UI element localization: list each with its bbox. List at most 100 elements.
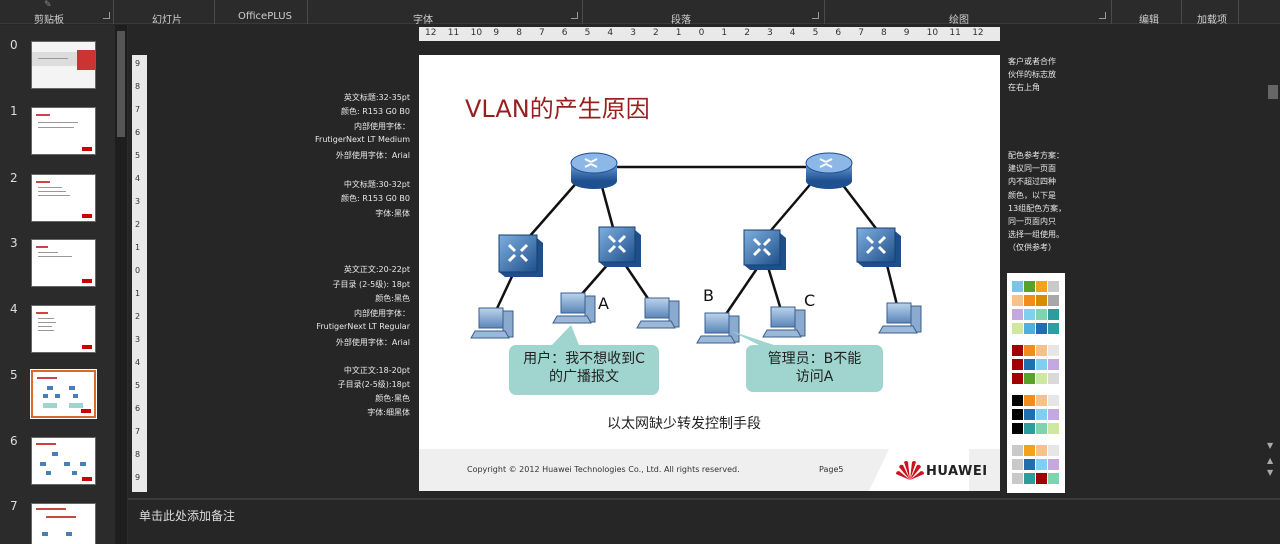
color-swatch — [1024, 473, 1035, 484]
ruler-tick-label: 1 — [135, 243, 141, 252]
thumbnails-scrollbar[interactable] — [115, 25, 127, 544]
slide-thumbnail-6[interactable] — [31, 437, 96, 485]
font-launcher-icon[interactable] — [571, 12, 578, 19]
ruler-tick-label: 1 — [135, 289, 141, 298]
slide-thumbnails-panel: 0 1 2 3 4 5 — [0, 25, 128, 544]
color-swatch — [1048, 423, 1059, 434]
color-swatch — [1036, 295, 1047, 306]
ruler-tick-label: 1 — [721, 28, 728, 38]
ruler-tick-label: 8 — [881, 28, 887, 38]
ruler-tick-label: 2 — [653, 28, 659, 38]
switch-icon — [598, 226, 641, 267]
slide-thumbnail-3[interactable] — [31, 239, 96, 287]
ribbon-group-font[interactable]: 字体 — [413, 15, 433, 26]
callout-admin[interactable]: 管理员：B不能 访问A — [746, 345, 883, 392]
style-note-line: 子目录 (2-5级): 18pt — [332, 280, 410, 289]
clipboard-launcher-icon[interactable] — [103, 12, 110, 19]
ruler-tick-label: 0 — [135, 266, 141, 275]
style-note-line: 外部使用字体：Arial — [335, 151, 410, 160]
ribbon-group-officeplus[interactable]: OfficePLUS — [238, 11, 292, 22]
color-swatch — [1024, 295, 1035, 306]
page-number: Page5 — [819, 465, 844, 474]
scrollbar-thumb[interactable] — [117, 31, 125, 137]
color-swatch — [1036, 395, 1047, 406]
color-swatch — [1012, 473, 1023, 484]
color-swatch — [1012, 309, 1023, 320]
color-swatch — [1048, 323, 1059, 334]
style-note-line: 中文正文:18-20pt — [343, 366, 410, 375]
host-label-c: C — [804, 291, 816, 310]
color-swatch — [1048, 473, 1059, 484]
color-swatch — [1024, 323, 1035, 334]
ribbon-separator — [307, 0, 308, 24]
color-swatch — [1012, 445, 1023, 456]
ribbon-separator — [214, 0, 215, 24]
scroll-down-icon[interactable]: ▼ — [1267, 441, 1274, 450]
notes-placeholder[interactable]: 单击此处添加备注 — [139, 509, 236, 523]
ruler-tick-label: 10 — [470, 28, 483, 38]
ribbon-group-clipboard[interactable]: 剪贴板 — [34, 15, 64, 26]
color-swatch — [1048, 373, 1059, 384]
slide-canvas[interactable]: VLAN的产生原因 — [419, 55, 1000, 491]
scrollbar-thumb[interactable] — [1268, 85, 1278, 99]
slide-thumbnail-4[interactable] — [31, 305, 96, 353]
ruler-tick-label: 4 — [135, 174, 141, 183]
slide-thumbnail-5-selected[interactable] — [30, 369, 97, 419]
slide-title[interactable]: VLAN的产生原因 — [465, 95, 650, 123]
ribbon-group-addins[interactable]: 加载项 — [1197, 15, 1227, 26]
copyright-text: Copyright © 2012 Huawei Technologies Co.… — [467, 465, 740, 474]
ruler-tick-label: 9 — [135, 473, 141, 482]
color-swatch — [1036, 281, 1047, 292]
host-label-b: B — [703, 286, 714, 305]
slide-thumbnail-2[interactable] — [31, 174, 96, 222]
links — [491, 165, 899, 318]
next-slide-icon[interactable]: ▼ — [1267, 468, 1274, 477]
ruler-tick-label: 3 — [135, 197, 141, 206]
callout-tail — [552, 325, 579, 345]
color-scheme-swatches — [1007, 273, 1065, 493]
color-swatch — [1012, 359, 1023, 370]
huawei-brand-text: HUAWEI — [926, 464, 988, 479]
ruler-tick-label: 9 — [135, 59, 141, 68]
color-swatch — [1024, 281, 1035, 292]
color-swatch — [1036, 323, 1047, 334]
ribbon-group-drawing[interactable]: 绘图 — [949, 15, 969, 26]
color-swatch — [1048, 359, 1059, 370]
ribbon-group-editing[interactable]: 编辑 — [1139, 15, 1159, 26]
slide-thumbnail-7[interactable] — [31, 503, 96, 544]
color-swatch — [1048, 345, 1059, 356]
color-swatch — [1024, 459, 1035, 470]
ruler-tick-label: 5 — [812, 28, 819, 38]
ruler-tick-label: 11 — [447, 28, 460, 38]
slide-scrollbar[interactable] — [1266, 55, 1280, 492]
ruler-tick-label: 12 — [972, 28, 984, 38]
ribbon: ✎ 剪贴板 幻灯片 OfficePLUS 字体 段落 绘图 编辑 加载项 — [0, 0, 1280, 26]
ruler-tick-label: 3 — [135, 335, 141, 344]
ribbon-group-paragraph[interactable]: 段落 — [671, 15, 691, 26]
ribbon-separator — [1238, 0, 1239, 24]
callout-user-line2: 的广播报文 — [549, 369, 619, 385]
pc-icon — [762, 306, 806, 338]
color-swatch — [1012, 423, 1023, 434]
ruler-tick-label: 3 — [630, 28, 636, 38]
color-swatch — [1036, 473, 1047, 484]
slide-thumbnail-1[interactable] — [31, 107, 96, 155]
drawing-launcher-icon[interactable] — [1099, 12, 1106, 19]
prev-slide-icon[interactable]: ▲ — [1267, 456, 1274, 465]
ribbon-group-slides[interactable]: 幻灯片 — [152, 15, 182, 26]
ruler-tick-label: 4 — [607, 28, 614, 38]
callout-user-line1: 用户：我不想收到C — [523, 351, 645, 367]
slide-thumbnail-0[interactable] — [31, 41, 96, 89]
notes-pane[interactable]: 单击此处添加备注 — [128, 498, 1280, 544]
slide-subtitle[interactable]: 以太网缺少转发控制手段 — [607, 416, 761, 432]
color-swatch — [1048, 309, 1059, 320]
ruler-tick-label: 9 — [903, 28, 910, 38]
color-note-line: 选择一组使用。 — [1008, 230, 1064, 240]
thumb-number: 3 — [10, 236, 18, 250]
callout-user[interactable]: 用户：我不想收到C 的广播报文 — [509, 345, 659, 395]
paragraph-launcher-icon[interactable] — [812, 12, 819, 19]
color-swatch — [1012, 459, 1023, 470]
color-swatch — [1048, 395, 1059, 406]
color-swatch — [1024, 309, 1035, 320]
